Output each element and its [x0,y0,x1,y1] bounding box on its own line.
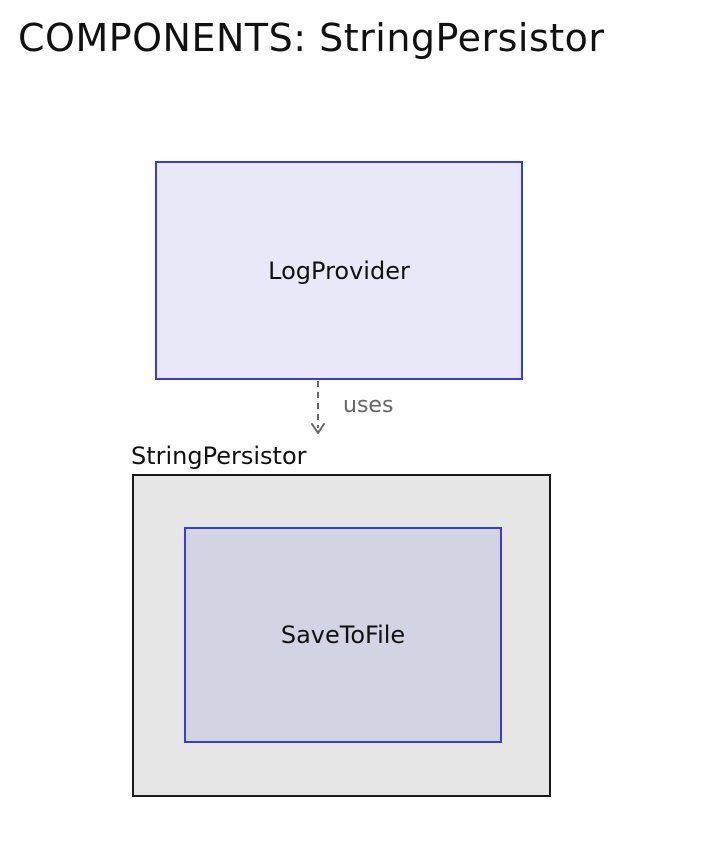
uses-edge-label: uses [343,393,394,418]
uses-edge-arrowhead [311,423,325,434]
savetofile-component: SaveToFile [184,527,502,743]
savetofile-label: SaveToFile [280,621,406,649]
diagram-title: COMPONENTS: StringPersistor [18,16,605,60]
stringpersistor-package-label: StringPersistor [131,442,307,470]
logprovider-label: LogProvider [268,256,410,285]
logprovider-component: LogProvider [155,161,523,380]
